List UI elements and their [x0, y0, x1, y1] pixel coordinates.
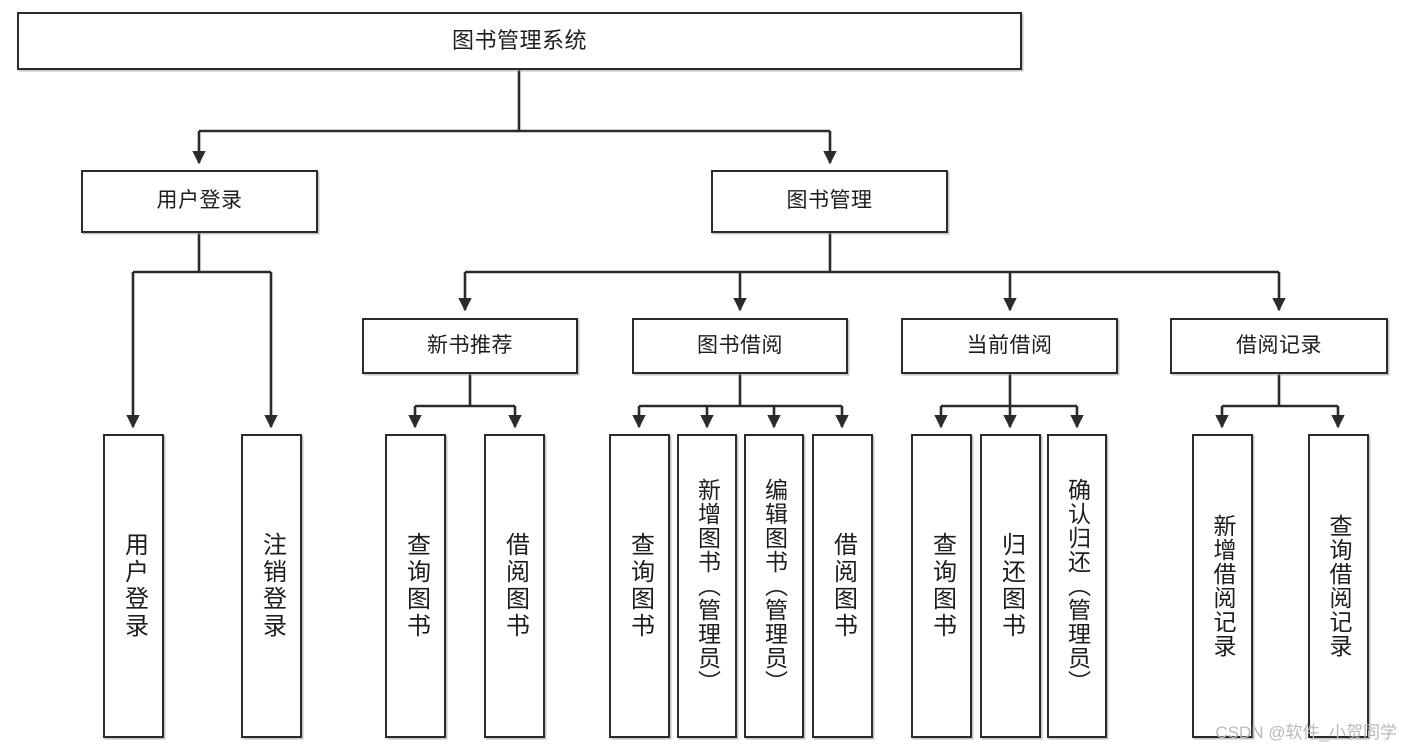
node-label: 查询图书 — [402, 532, 430, 640]
node-label: 查询图书 — [626, 532, 654, 640]
node-label: 借阅图书 — [829, 532, 857, 640]
leaf-add-book-admin[interactable]: 新增图书（管理员） — [677, 434, 737, 738]
node-label: 图书借阅 — [697, 333, 783, 357]
node-label: 借阅记录 — [1236, 333, 1322, 357]
leaf-query-book-current[interactable]: 查询图书 — [911, 434, 972, 738]
leaf-user-login[interactable]: 用户登录 — [103, 434, 164, 738]
watermark: CSDN @软件_小贺同学 — [1215, 723, 1397, 742]
leaf-confirm-return-admin[interactable]: 确认归还（管理员） — [1047, 434, 1107, 738]
leaf-borrow-book-recommendation[interactable]: 借阅图书 — [484, 434, 545, 738]
node-label: 用户登录 — [156, 189, 243, 213]
node-current-borrowing[interactable]: 当前借阅 — [901, 318, 1118, 374]
node-label: 新书推荐 — [427, 333, 513, 357]
node-user-login[interactable]: 用户登录 — [81, 170, 318, 233]
leaf-query-book-borrowing[interactable]: 查询图书 — [609, 434, 670, 738]
node-label: 确认归还（管理员） — [1064, 478, 1091, 694]
leaf-logout[interactable]: 注销登录 — [241, 434, 302, 738]
node-label: 新增借阅记录 — [1210, 514, 1236, 658]
node-label: 新增图书（管理员） — [694, 478, 721, 694]
node-book-borrowing[interactable]: 图书借阅 — [632, 318, 848, 374]
node-label: 归还图书 — [997, 532, 1025, 640]
node-label: 编辑图书（管理员） — [761, 478, 788, 694]
node-label: 查询借阅记录 — [1326, 514, 1352, 658]
leaf-return-book[interactable]: 归还图书 — [980, 434, 1041, 738]
leaf-query-book-recommendation[interactable]: 查询图书 — [385, 434, 446, 738]
node-label: 查询图书 — [928, 532, 956, 640]
node-label: 借阅图书 — [501, 532, 529, 640]
node-borrowing-record[interactable]: 借阅记录 — [1170, 318, 1388, 374]
node-label: 注销登录 — [258, 532, 286, 640]
node-label: 当前借阅 — [966, 333, 1053, 357]
leaf-edit-book-admin[interactable]: 编辑图书（管理员） — [744, 434, 804, 738]
leaf-query-borrowing-record[interactable]: 查询借阅记录 — [1308, 434, 1369, 738]
leaf-add-borrowing-record[interactable]: 新增借阅记录 — [1192, 434, 1253, 738]
leaf-borrow-book-borrowing[interactable]: 借阅图书 — [812, 434, 873, 738]
node-label: 图书管理系统 — [451, 28, 587, 54]
node-new-book-recommendation[interactable]: 新书推荐 — [362, 318, 578, 374]
node-root-book-management-system[interactable]: 图书管理系统 — [17, 12, 1022, 70]
node-book-management[interactable]: 图书管理 — [711, 170, 948, 233]
node-label: 图书管理 — [786, 189, 873, 213]
node-label: 用户登录 — [120, 532, 148, 640]
